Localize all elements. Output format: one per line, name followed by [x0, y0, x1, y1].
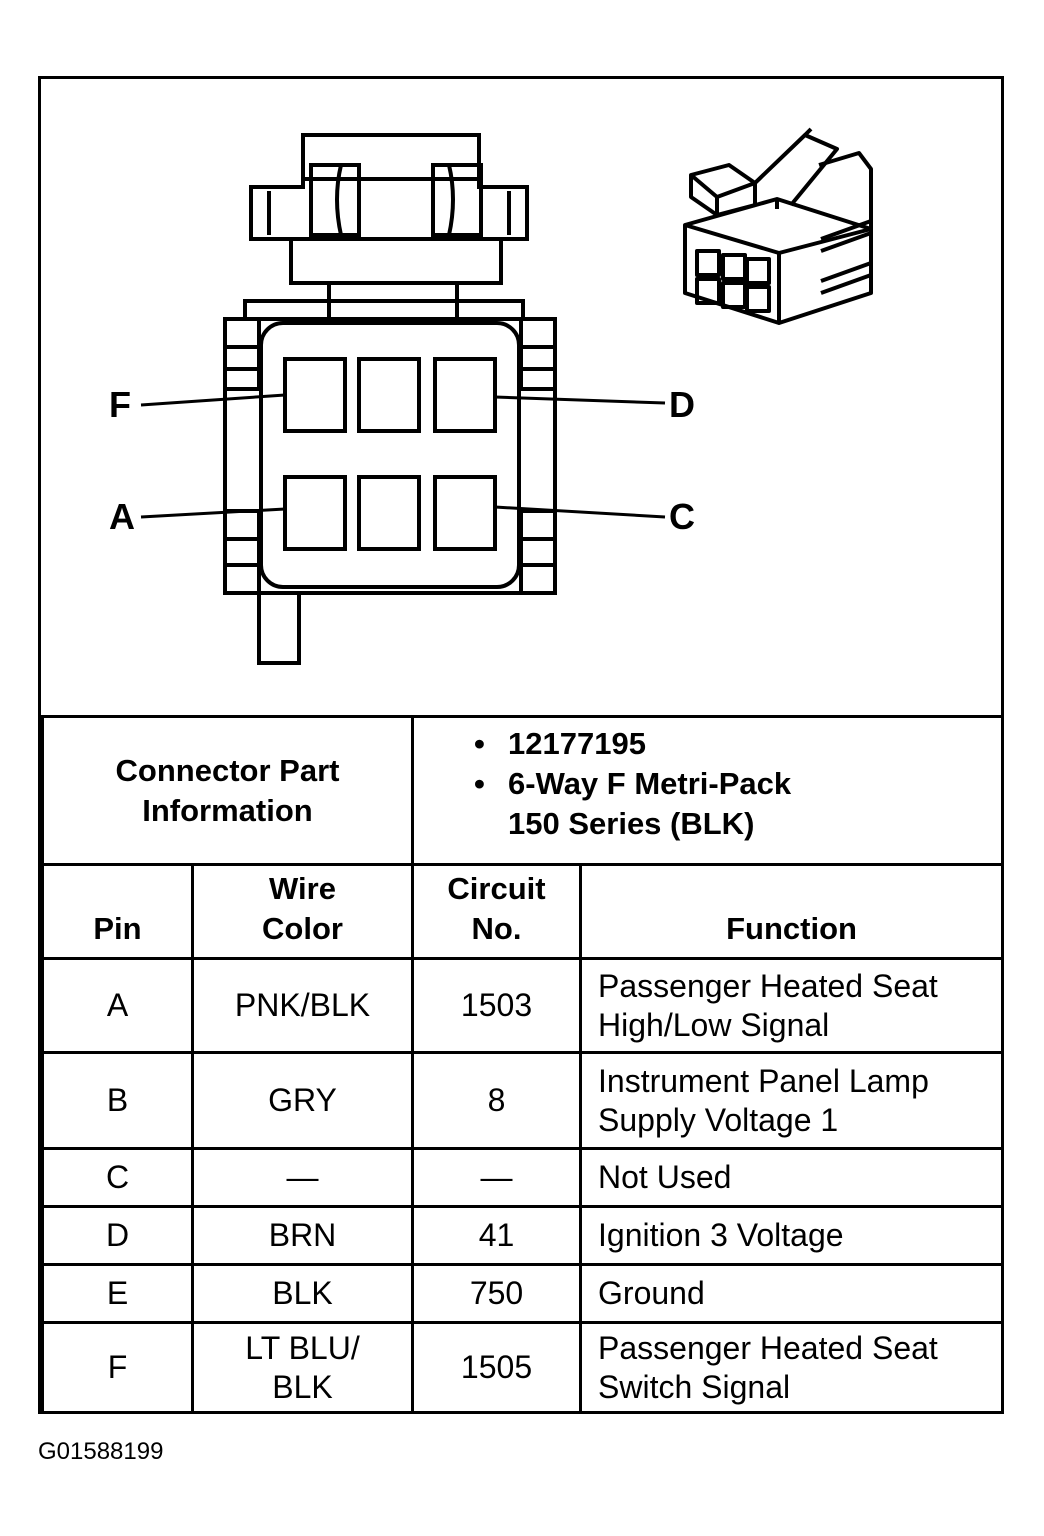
- cavity-A: [283, 475, 347, 551]
- connector-latch-top: [301, 133, 481, 181]
- function-cell: Passenger Heated Seat Switch Signal: [579, 1321, 1005, 1414]
- callout-line-F: [140, 393, 286, 407]
- wire-color-cell: LT BLU/ BLK: [190, 1321, 415, 1414]
- connector-housing-outline: [243, 299, 525, 321]
- header-circuit-no: Circuit No.: [411, 863, 583, 960]
- table-row: C — — Not Used: [41, 1147, 1005, 1208]
- wire-color-cell: BLK: [190, 1263, 415, 1324]
- wire-color-cell: BRN: [190, 1205, 415, 1266]
- connector-key-tab: [257, 593, 301, 665]
- function-cell: Passenger Heated Seat High/Low Signal: [579, 957, 1005, 1054]
- circuit-cell: —: [411, 1147, 583, 1208]
- circuit-cell: 41: [411, 1205, 583, 1266]
- circuit-cell: 1503: [411, 957, 583, 1054]
- pin-callout-A: A: [109, 496, 135, 537]
- pin-cell: E: [41, 1263, 194, 1324]
- cavity-B: [357, 475, 421, 551]
- connector-face-drawing: [140, 127, 873, 665]
- wire-color-cell: GRY: [190, 1051, 415, 1150]
- cavity-D: [433, 357, 497, 433]
- pin-callout-D: D: [669, 384, 695, 425]
- connector-part-info-row: Connector Part Information 12177195 6-Wa…: [40, 715, 1005, 866]
- header-pin: Pin: [41, 863, 194, 960]
- header-function: Function: [579, 863, 1005, 960]
- wire-color-cell: —: [190, 1147, 415, 1208]
- connector-part-info-label: Connector Part Information: [40, 715, 415, 866]
- connector-latch-window: [309, 163, 361, 237]
- connector-face: [259, 321, 521, 589]
- table-row: B GRY 8 Instrument Panel Lamp Supply Vol…: [41, 1051, 1005, 1150]
- function-cell: Not Used: [579, 1147, 1005, 1208]
- pin-cell: F: [41, 1321, 194, 1414]
- circuit-cell: 1505: [411, 1321, 583, 1414]
- table-row: A PNK/BLK 1503 Passenger Heated Seat Hig…: [41, 957, 1005, 1054]
- cavity-C: [433, 475, 497, 551]
- part-number: 12177195: [474, 724, 1001, 764]
- function-cell: Instrument Panel Lamp Supply Voltage 1: [579, 1051, 1005, 1150]
- diagram-frame: F D A C Connector Part Information 12177…: [38, 76, 1005, 1414]
- pin-callout-C: C: [669, 496, 695, 537]
- table-row: D BRN 41 Ignition 3 Voltage: [41, 1205, 1005, 1266]
- connector-part-info-details: 12177195 6-Way F Metri-Pack 150 Series (…: [411, 715, 1005, 866]
- pin-cell: D: [41, 1205, 194, 1266]
- cavity-E: [357, 357, 421, 433]
- cavity-F: [283, 357, 347, 433]
- pin-cell: C: [41, 1147, 194, 1208]
- table-row: F LT BLU/ BLK 1505 Passenger Heated Seat…: [41, 1321, 1005, 1414]
- function-cell: Ground: [579, 1263, 1005, 1324]
- wire-color-cell: PNK/BLK: [190, 957, 415, 1054]
- pin-cell: A: [41, 957, 194, 1054]
- table-row: E BLK 750 Ground: [41, 1263, 1005, 1324]
- function-cell: Ignition 3 Voltage: [579, 1205, 1005, 1266]
- callout-line-D: [494, 395, 666, 405]
- connector-pinout-table: Connector Part Information 12177195 6-Wa…: [40, 715, 1005, 1414]
- pin-cell: B: [41, 1051, 194, 1150]
- header-wire-color: Wire Color: [190, 863, 415, 960]
- pin-callout-F: F: [109, 384, 131, 425]
- circuit-cell: 750: [411, 1263, 583, 1324]
- circuit-cell: 8: [411, 1051, 583, 1150]
- connector-latch-base: [289, 237, 503, 285]
- part-description: 6-Way F Metri-Pack 150 Series (BLK): [474, 764, 1001, 844]
- connector-diagram: F D A C: [41, 79, 1001, 715]
- connector-latch-body: [249, 133, 529, 241]
- callout-line-C: [494, 505, 666, 519]
- connector-isometric-view: [683, 127, 873, 325]
- table-header-row: Pin Wire Color Circuit No. Function: [41, 863, 1005, 960]
- callout-line-A: [140, 507, 286, 519]
- figure-code: G01588199: [38, 1438, 164, 1465]
